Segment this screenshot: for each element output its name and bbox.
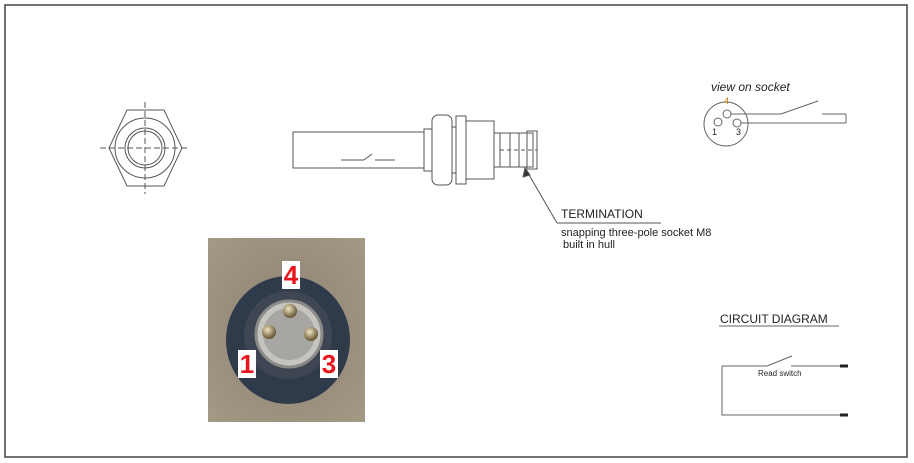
sheet-border	[4, 4, 908, 458]
termination-desc-line2: built in hull	[563, 239, 615, 251]
photo-pin-label-3: 3	[320, 349, 338, 379]
hex-nut-end-view	[100, 102, 190, 194]
socket-view-diagram	[703, 100, 847, 147]
termination-title: TERMINATION	[561, 207, 643, 221]
circuit-diagram-title: CIRCUIT DIAGRAM	[720, 312, 828, 326]
photo-pin-label-4: 4	[282, 260, 300, 290]
socket-view-title: view on socket	[711, 80, 790, 94]
circuit-diagram	[719, 325, 848, 417]
photo-pin-label-1: 1	[238, 349, 256, 379]
socket-pin-label-1: 1	[712, 127, 718, 137]
socket-pin-label-3: 3	[736, 127, 742, 137]
sensor-side-view	[292, 114, 661, 224]
reed-switch-label: Read switch	[758, 369, 802, 378]
termination-desc-line1: snapping three-pole socket M8	[561, 227, 712, 239]
socket-pin-label-4: 4	[724, 96, 730, 106]
